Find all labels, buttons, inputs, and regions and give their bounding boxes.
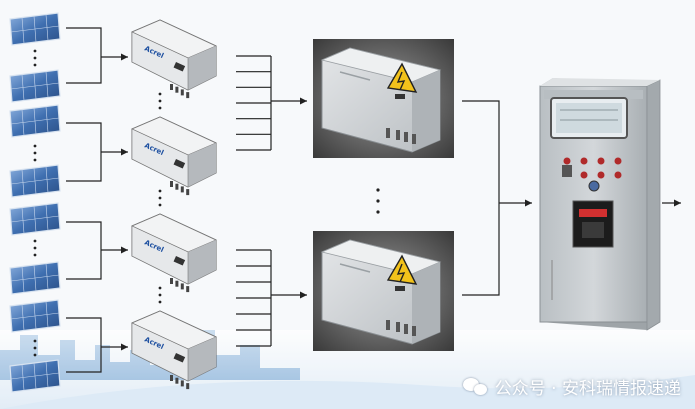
solar-panel-icon [9, 261, 61, 295]
inverter-ellipsis [158, 92, 162, 110]
panel-inverter-wiring [66, 27, 128, 373]
watermark-text: 公众号 · 安科瑞情报速递 [494, 379, 681, 399]
inverter-unit: Acrel [131, 116, 217, 196]
panel-ellipsis [33, 339, 37, 357]
solar-panel-icon [9, 164, 61, 198]
solar-panel-icon [9, 202, 61, 236]
watermark: 公众号 · 安科瑞情报速递 [462, 374, 681, 399]
inverter-ellipsis [158, 189, 162, 207]
inverter-combiner-wiring [236, 55, 307, 347]
wechat-icon [462, 377, 489, 397]
inverter-unit: Acrel [131, 19, 217, 99]
inverter-unit: Acrel [131, 213, 217, 293]
panel-ellipsis [33, 144, 37, 162]
solar-panel-icon [9, 359, 61, 393]
panel-ellipsis [33, 49, 37, 67]
inverter-ellipsis [158, 286, 162, 304]
circuit-breaker [572, 200, 614, 248]
inverter-unit: Acrel [131, 310, 217, 390]
solar-panel-column [9, 12, 61, 393]
panel-ellipsis [33, 239, 37, 257]
solar-panel-icon [9, 12, 61, 46]
warning-sign-icon [386, 254, 418, 285]
warning-sign-icon [386, 62, 418, 93]
solar-panel-icon [9, 69, 61, 103]
solar-panel-icon [9, 299, 61, 333]
combiner-box-top [313, 39, 454, 158]
grid-connection-cabinet [539, 78, 661, 331]
combiner-box-bottom [313, 231, 454, 351]
indicator-lights [563, 157, 622, 179]
combiner-cabinet-wiring [462, 100, 532, 296]
solar-panel-icon [9, 104, 61, 138]
combiner-ellipsis [376, 188, 380, 214]
